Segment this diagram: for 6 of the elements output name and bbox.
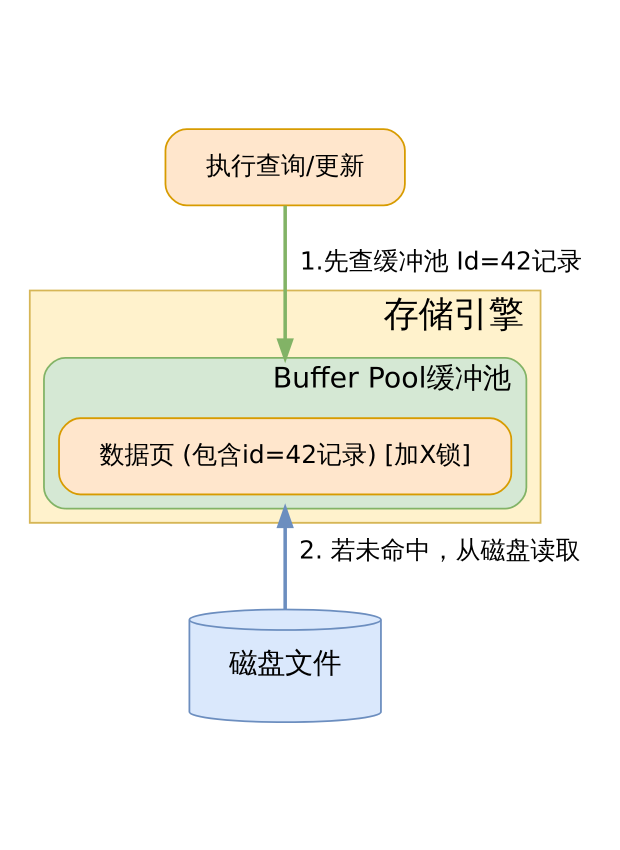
edge-label: 2. 若未命中，从磁盘读取: [299, 535, 581, 564]
node-box: 执行查询/更新: [164, 128, 406, 206]
arrow: [276, 502, 294, 610]
arrow: [276, 205, 294, 363]
node-box: 数据页 (包含id=42记录) [加X锁]: [58, 416, 512, 495]
edge-label: 1.先查缓冲池 Id=42记录: [300, 246, 582, 276]
